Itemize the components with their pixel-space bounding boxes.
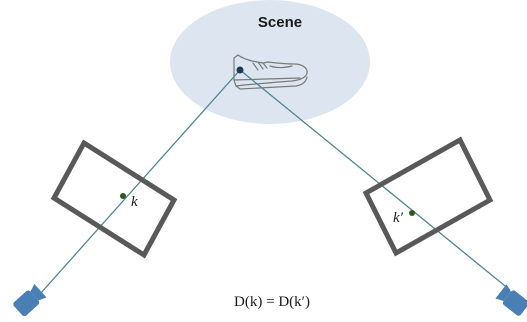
right-ray <box>239 69 511 291</box>
right-projection-point <box>409 210 415 216</box>
left-ray <box>39 69 241 295</box>
right-camera-icon <box>495 284 527 316</box>
left-image-plane <box>50 139 178 259</box>
left-camera-icon <box>13 283 47 317</box>
camera-rays <box>39 69 511 295</box>
left-point-label: k <box>131 194 138 210</box>
left-projection-point <box>120 193 126 199</box>
right-point-label: k′ <box>393 210 404 226</box>
equation-label: D(k) = D(k′) <box>234 294 310 310</box>
scene-title: Scene <box>258 14 302 31</box>
right-image-plane <box>362 136 494 257</box>
shoe-icon <box>233 54 308 90</box>
scene-point <box>236 66 244 74</box>
